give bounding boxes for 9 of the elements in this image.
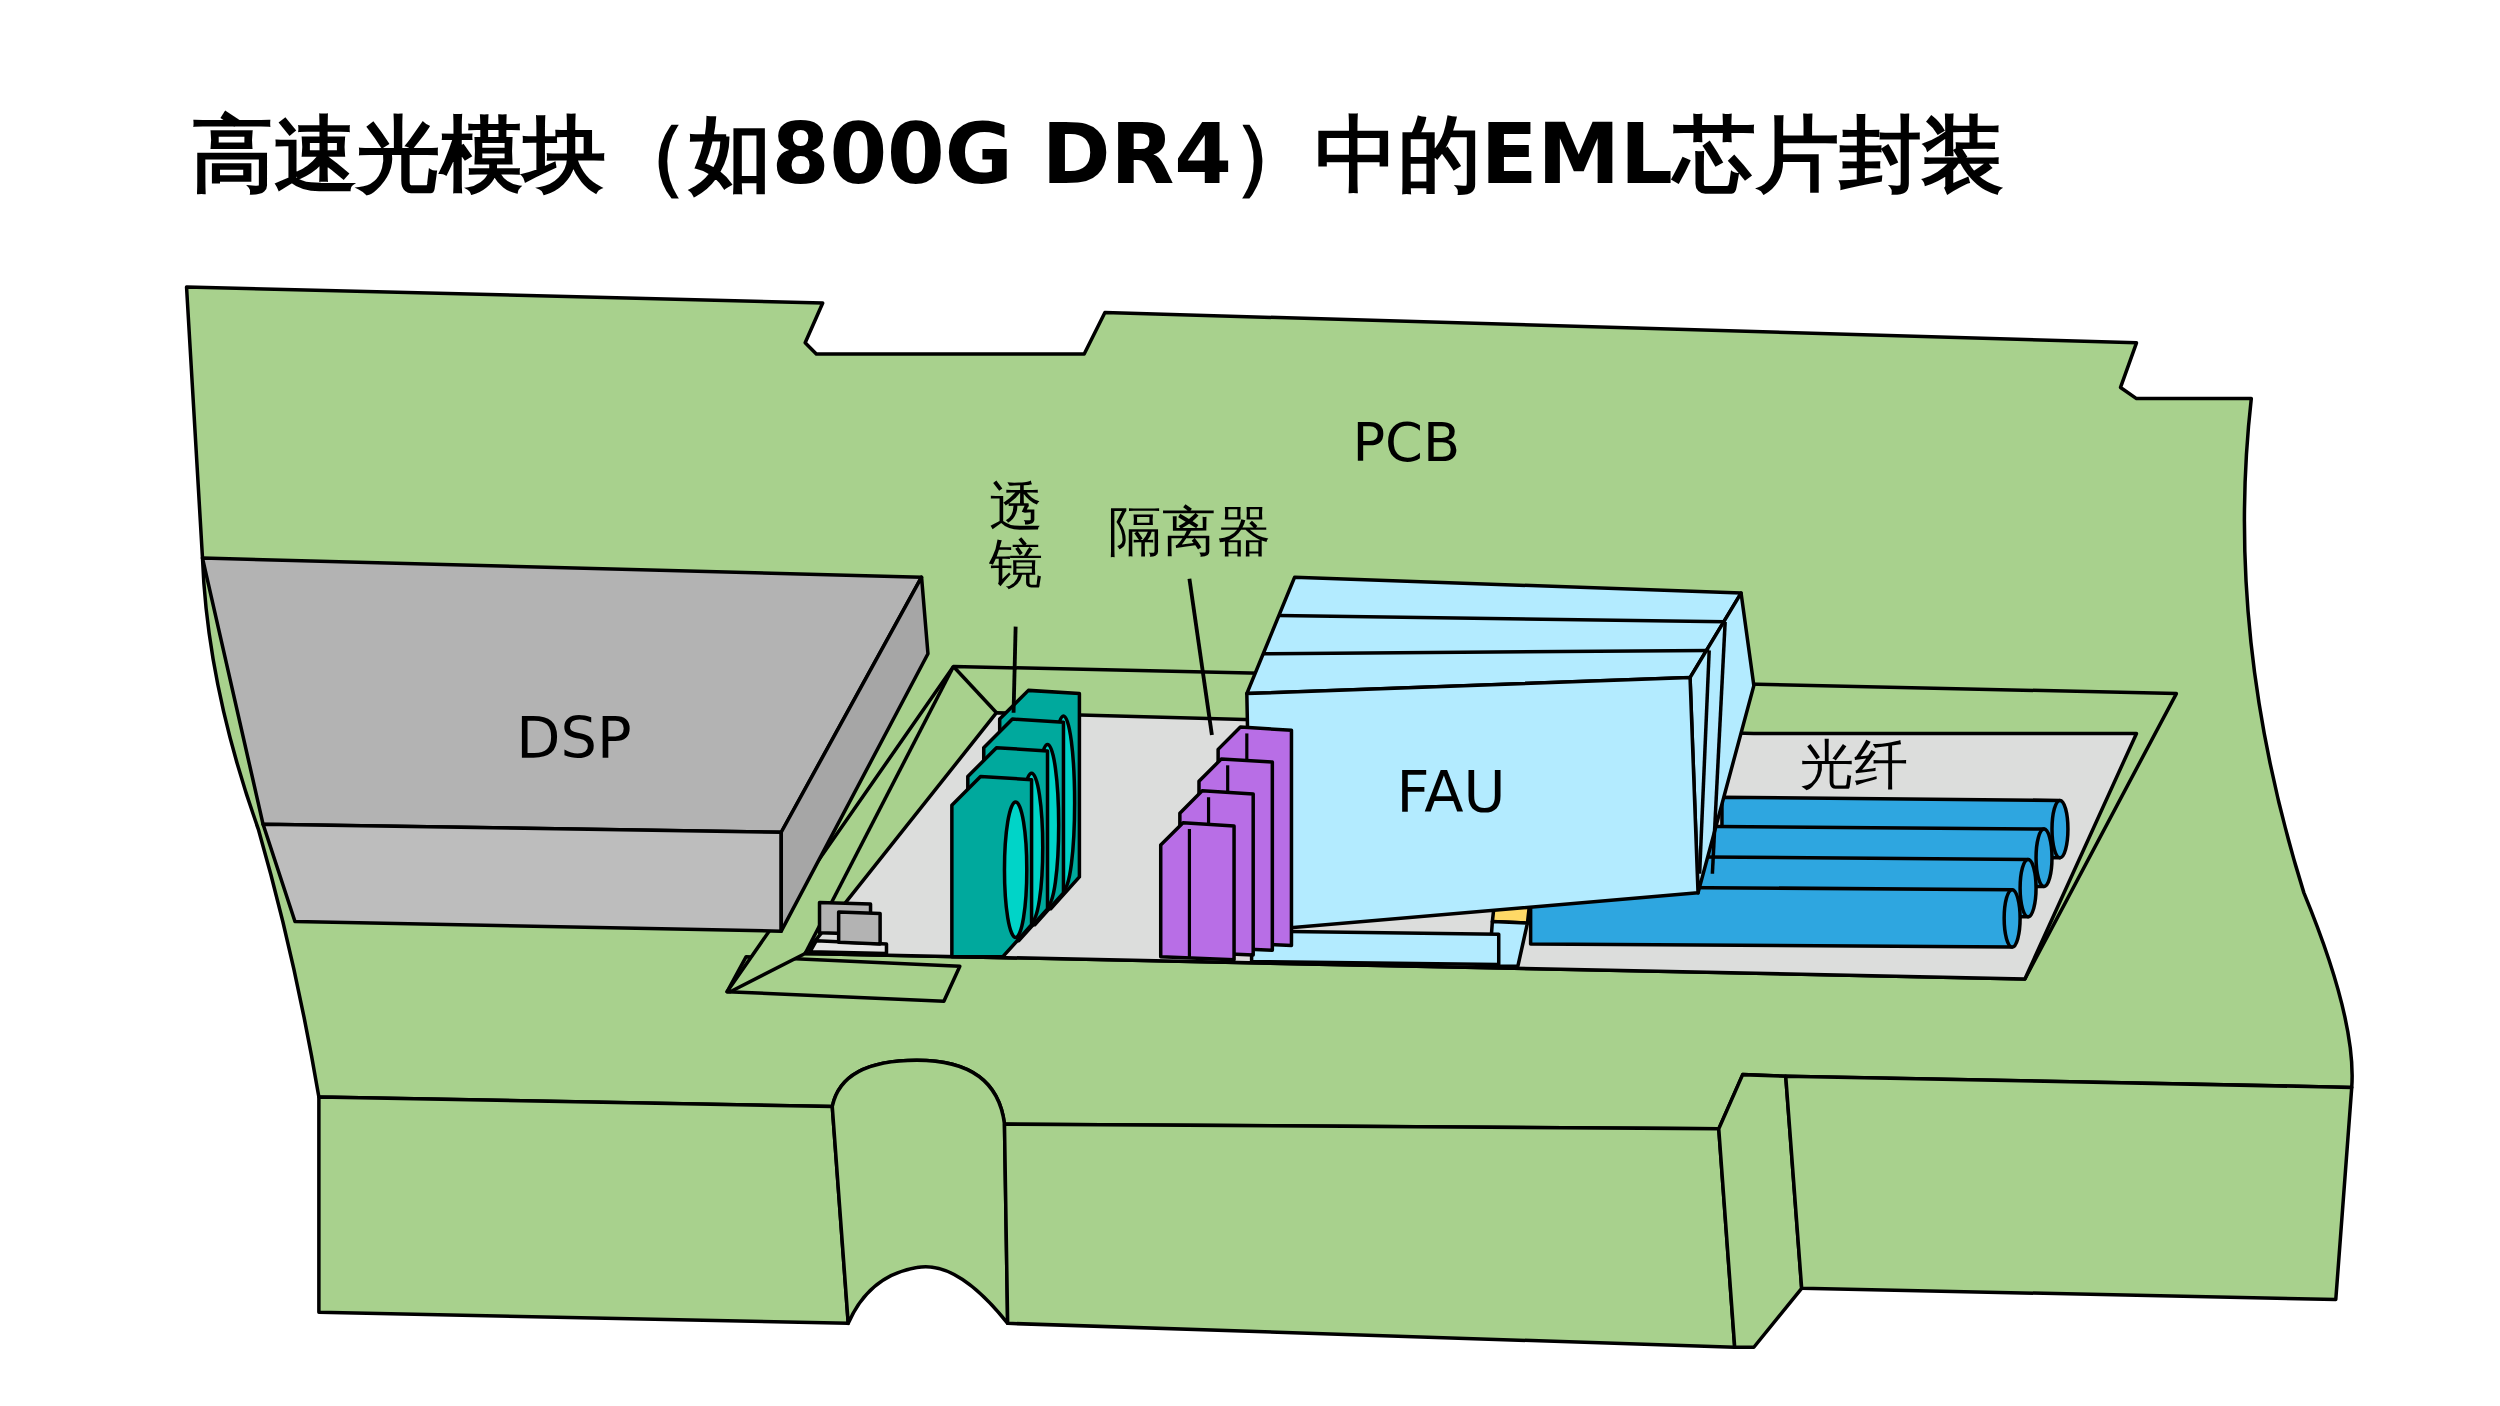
title: 高速光模块（如800G DR4）中的EML芯片封装 xyxy=(191,111,2005,199)
part-label: PCB xyxy=(1352,414,1461,472)
callout-text: 透镜 xyxy=(987,478,1044,593)
part-label: DSP xyxy=(516,708,632,769)
callout-text: 隔离器 xyxy=(1107,503,1272,561)
leader-line xyxy=(1011,626,1018,713)
part-label: 光纤 xyxy=(1800,736,1909,794)
part-label: FAU xyxy=(1396,762,1506,823)
leader-line xyxy=(1187,578,1214,736)
